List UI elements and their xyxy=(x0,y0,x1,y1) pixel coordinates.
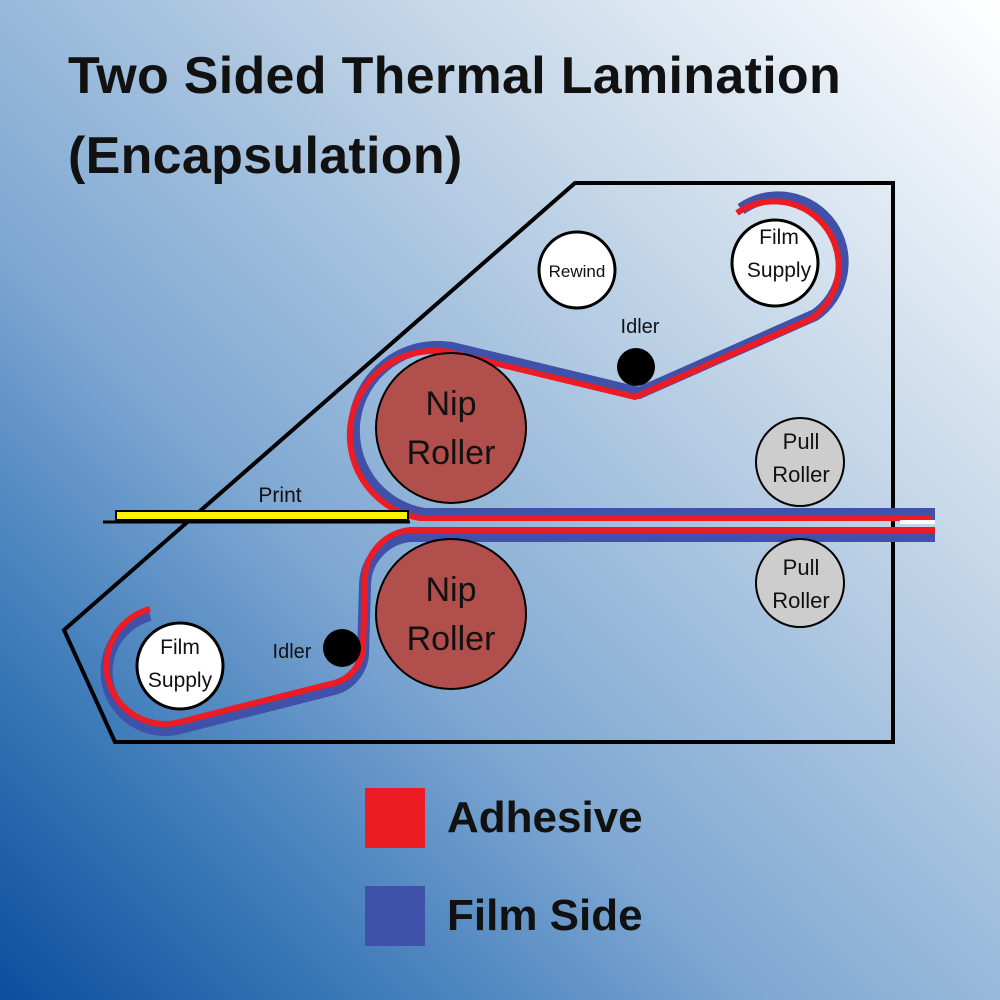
idler-top-label: Idler xyxy=(621,316,660,338)
film-supply-top-roller xyxy=(730,218,820,308)
nip-roller-top-label-1: Nip xyxy=(425,385,476,423)
nip-roller-bottom-label-2: Roller xyxy=(407,620,496,658)
pull-roller-top-label-2: Roller xyxy=(772,462,829,487)
print-sheet xyxy=(115,510,409,521)
nip-roller-bottom-label-1: Nip xyxy=(425,571,476,609)
machine-housing xyxy=(61,181,895,744)
idler-bottom xyxy=(323,629,361,667)
print-label: Print xyxy=(258,484,301,507)
pull-roller-top xyxy=(755,417,845,507)
rewind-roller xyxy=(537,230,617,310)
film-supply-top-label-1: Film xyxy=(759,226,799,249)
diagram-subtitle: (Encapsulation) xyxy=(68,127,463,185)
film-supply-bottom-label-1: Film xyxy=(160,636,200,659)
nip-roller-top xyxy=(375,352,527,504)
pull-roller-top-label-1: Pull xyxy=(783,429,820,454)
pull-roller-bottom xyxy=(755,538,845,628)
idler-top xyxy=(617,348,655,386)
adhesive-swatch xyxy=(365,788,425,848)
idler-bottom-label: Idler xyxy=(273,641,312,663)
bottom-film-web-adhesive xyxy=(103,527,935,727)
nip-roller-bottom xyxy=(375,538,527,690)
top-film-web-film-side xyxy=(347,191,935,520)
legend-item-adhesive: Adhesive xyxy=(365,788,643,848)
legend-label-adhesive: Adhesive xyxy=(447,793,643,842)
top-film-web-adhesive xyxy=(346,198,931,521)
legend-item-film-side: Film Side xyxy=(365,886,643,946)
nip-roller-top-label-2: Roller xyxy=(407,434,496,472)
film-side-swatch xyxy=(365,886,425,946)
rewind-label: Rewind xyxy=(549,262,606,281)
pull-roller-bottom-label-2: Roller xyxy=(772,588,829,613)
legend-label-film-side: Film Side xyxy=(447,891,643,940)
pull-roller-bottom-label-1: Pull xyxy=(783,555,820,580)
film-supply-bottom-roller xyxy=(135,621,225,711)
diagram-title: Two Sided Thermal Lamination xyxy=(68,47,842,105)
film-supply-bottom-label-2: Supply xyxy=(148,669,213,692)
film-supply-top-label-2: Supply xyxy=(747,259,812,282)
